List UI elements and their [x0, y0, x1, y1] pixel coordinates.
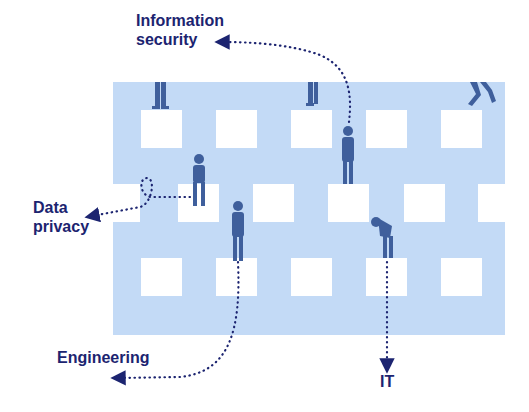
people	[152, 82, 496, 261]
callout-label: Information security	[136, 11, 246, 49]
building-facade	[113, 82, 505, 335]
callout-label: Engineering	[57, 348, 167, 367]
callout-label: Data privacy	[33, 198, 93, 236]
callout-label: IT	[380, 372, 420, 391]
leader-lines	[92, 42, 387, 378]
windows	[113, 110, 505, 296]
